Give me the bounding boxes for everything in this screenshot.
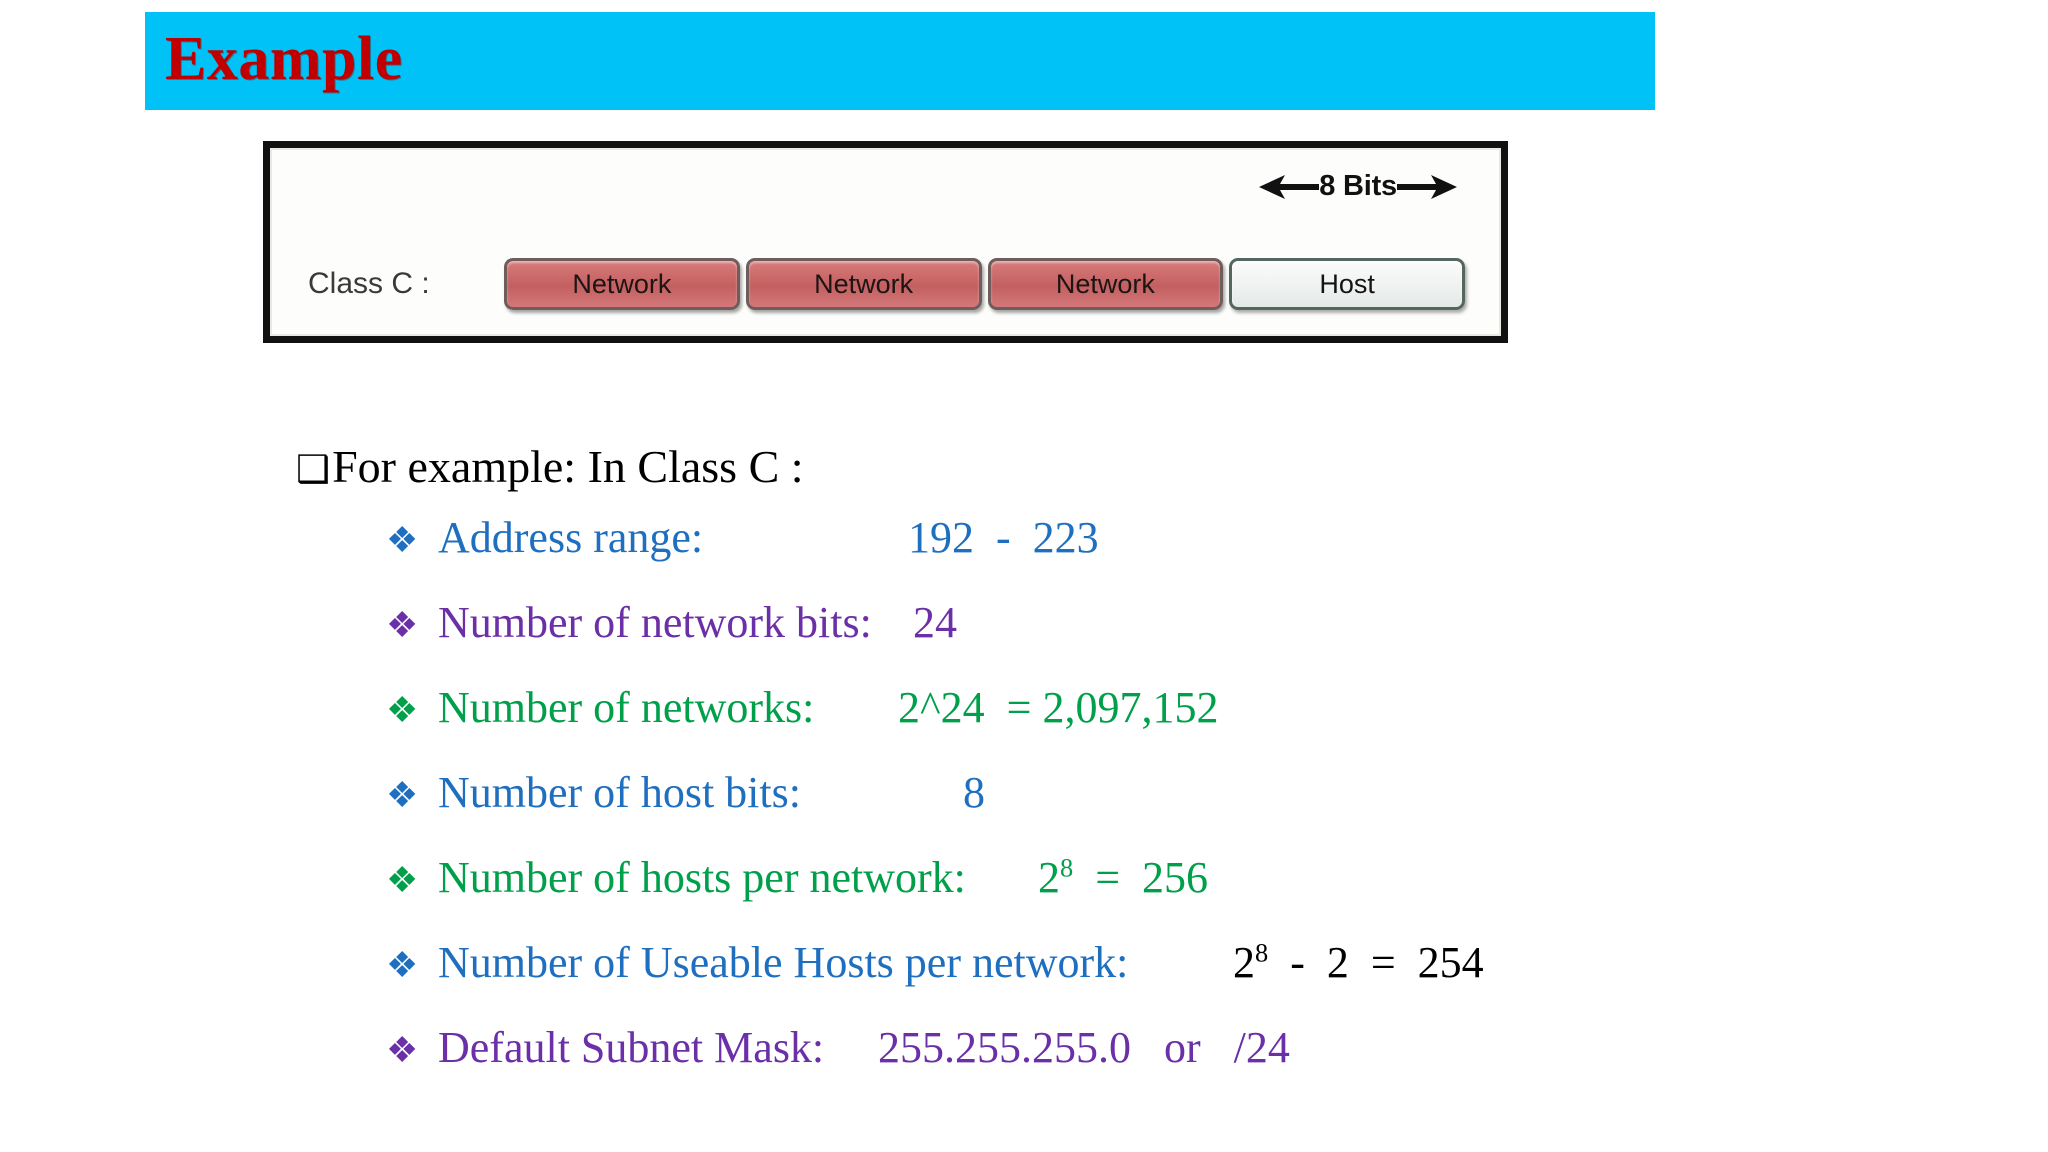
diamond-cluster-icon: ❖ xyxy=(386,690,419,730)
diamond-cluster-icon: ❖ xyxy=(386,945,419,985)
bullet-item-value: 255.255.255.0 or /24 xyxy=(878,1023,1290,1072)
bullet-item-value: 28 = 256 xyxy=(1038,853,1209,902)
octet-boxes: Network Network Network Host xyxy=(504,258,1465,310)
lead-line: ❑ For example: In Class C : xyxy=(296,440,804,493)
diamond-cluster-icon: ❖ xyxy=(386,520,419,560)
bullet-item-value: 2^24 = 2,097,152 xyxy=(898,683,1219,732)
bullet-item-value: 192 - 223 xyxy=(908,513,1099,562)
bullet-item-label: Default Subnet Mask: xyxy=(438,1023,825,1072)
bullet-item: ❖ Number of networks: 2^24 = 2,097,152 xyxy=(386,686,1946,771)
bullet-item-value: 24 xyxy=(913,598,957,647)
bullet-item-label: Number of Useable Hosts per network: xyxy=(438,938,1129,987)
bullet-item: ❖ Number of hosts per network: 28 = 256 xyxy=(386,853,1946,941)
lead-text: For example: In Class C : xyxy=(332,441,804,492)
bullet-item: ❖ Default Subnet Mask: 255.255.255.0 or /2… xyxy=(386,1026,1946,1111)
octet-network-2: Network xyxy=(745,258,982,310)
bullet-list: ❖ Address range: 192 - 223 ❖ Number of netwo… xyxy=(386,516,1946,1111)
class-label: Class C : xyxy=(308,267,430,300)
bullet-item: ❖ Number of host bits: 8 xyxy=(386,771,1946,856)
diagram-inner-frame: 8 Bits Class C : Network Network Network… xyxy=(270,148,1501,336)
octet-host: Host xyxy=(1229,258,1465,310)
octet-network-1: Network xyxy=(504,258,740,310)
bullet-item-label: Number of network bits: xyxy=(438,598,872,647)
class-c-diagram: 8 Bits Class C : Network Network Network… xyxy=(263,141,1508,343)
bullet-item-value: 8 xyxy=(963,768,985,817)
value-superscript: 8 xyxy=(1255,937,1269,968)
page-title: Example xyxy=(165,25,403,94)
value-rest: = 256 xyxy=(1073,853,1209,902)
value-base: 2 xyxy=(1038,853,1060,902)
bullet-item-label: Number of hosts per network: xyxy=(438,853,966,902)
diamond-cluster-icon: ❖ xyxy=(386,775,419,815)
square-bullet-icon: ❑ xyxy=(296,449,331,491)
value-rest: - 2 = 254 xyxy=(1268,938,1484,987)
bullet-item: ❖ Number of network bits: 24 xyxy=(386,601,1946,686)
octet-network-3: Network xyxy=(987,258,1224,310)
bits-annotation: 8 Bits xyxy=(1259,170,1457,203)
arrow-left-icon xyxy=(1259,174,1320,199)
value-superscript: 8 xyxy=(1060,852,1074,883)
bullet-item: ❖ Address range: 192 - 223 xyxy=(386,516,1946,601)
title-banner: Example xyxy=(145,12,1655,110)
diamond-cluster-icon: ❖ xyxy=(386,605,419,645)
bullet-item-label: Number of host bits: xyxy=(438,768,801,817)
bullet-item-label: Address range: xyxy=(438,513,704,562)
bullet-item: ❖ Number of Useable Hosts per network: 28 … xyxy=(386,938,1946,1026)
diamond-cluster-icon: ❖ xyxy=(386,1030,419,1070)
value-base: 2 xyxy=(1233,938,1255,987)
bullet-item-label: Number of networks: xyxy=(438,683,815,732)
bits-label-text: 8 Bits xyxy=(1319,170,1397,202)
class-c-row: Class C : Network Network Network Host xyxy=(272,256,1499,312)
arrow-right-icon xyxy=(1397,174,1457,199)
bullet-item-value: 28 - 2 = 254 xyxy=(1233,938,1484,987)
diamond-cluster-icon: ❖ xyxy=(386,860,419,900)
